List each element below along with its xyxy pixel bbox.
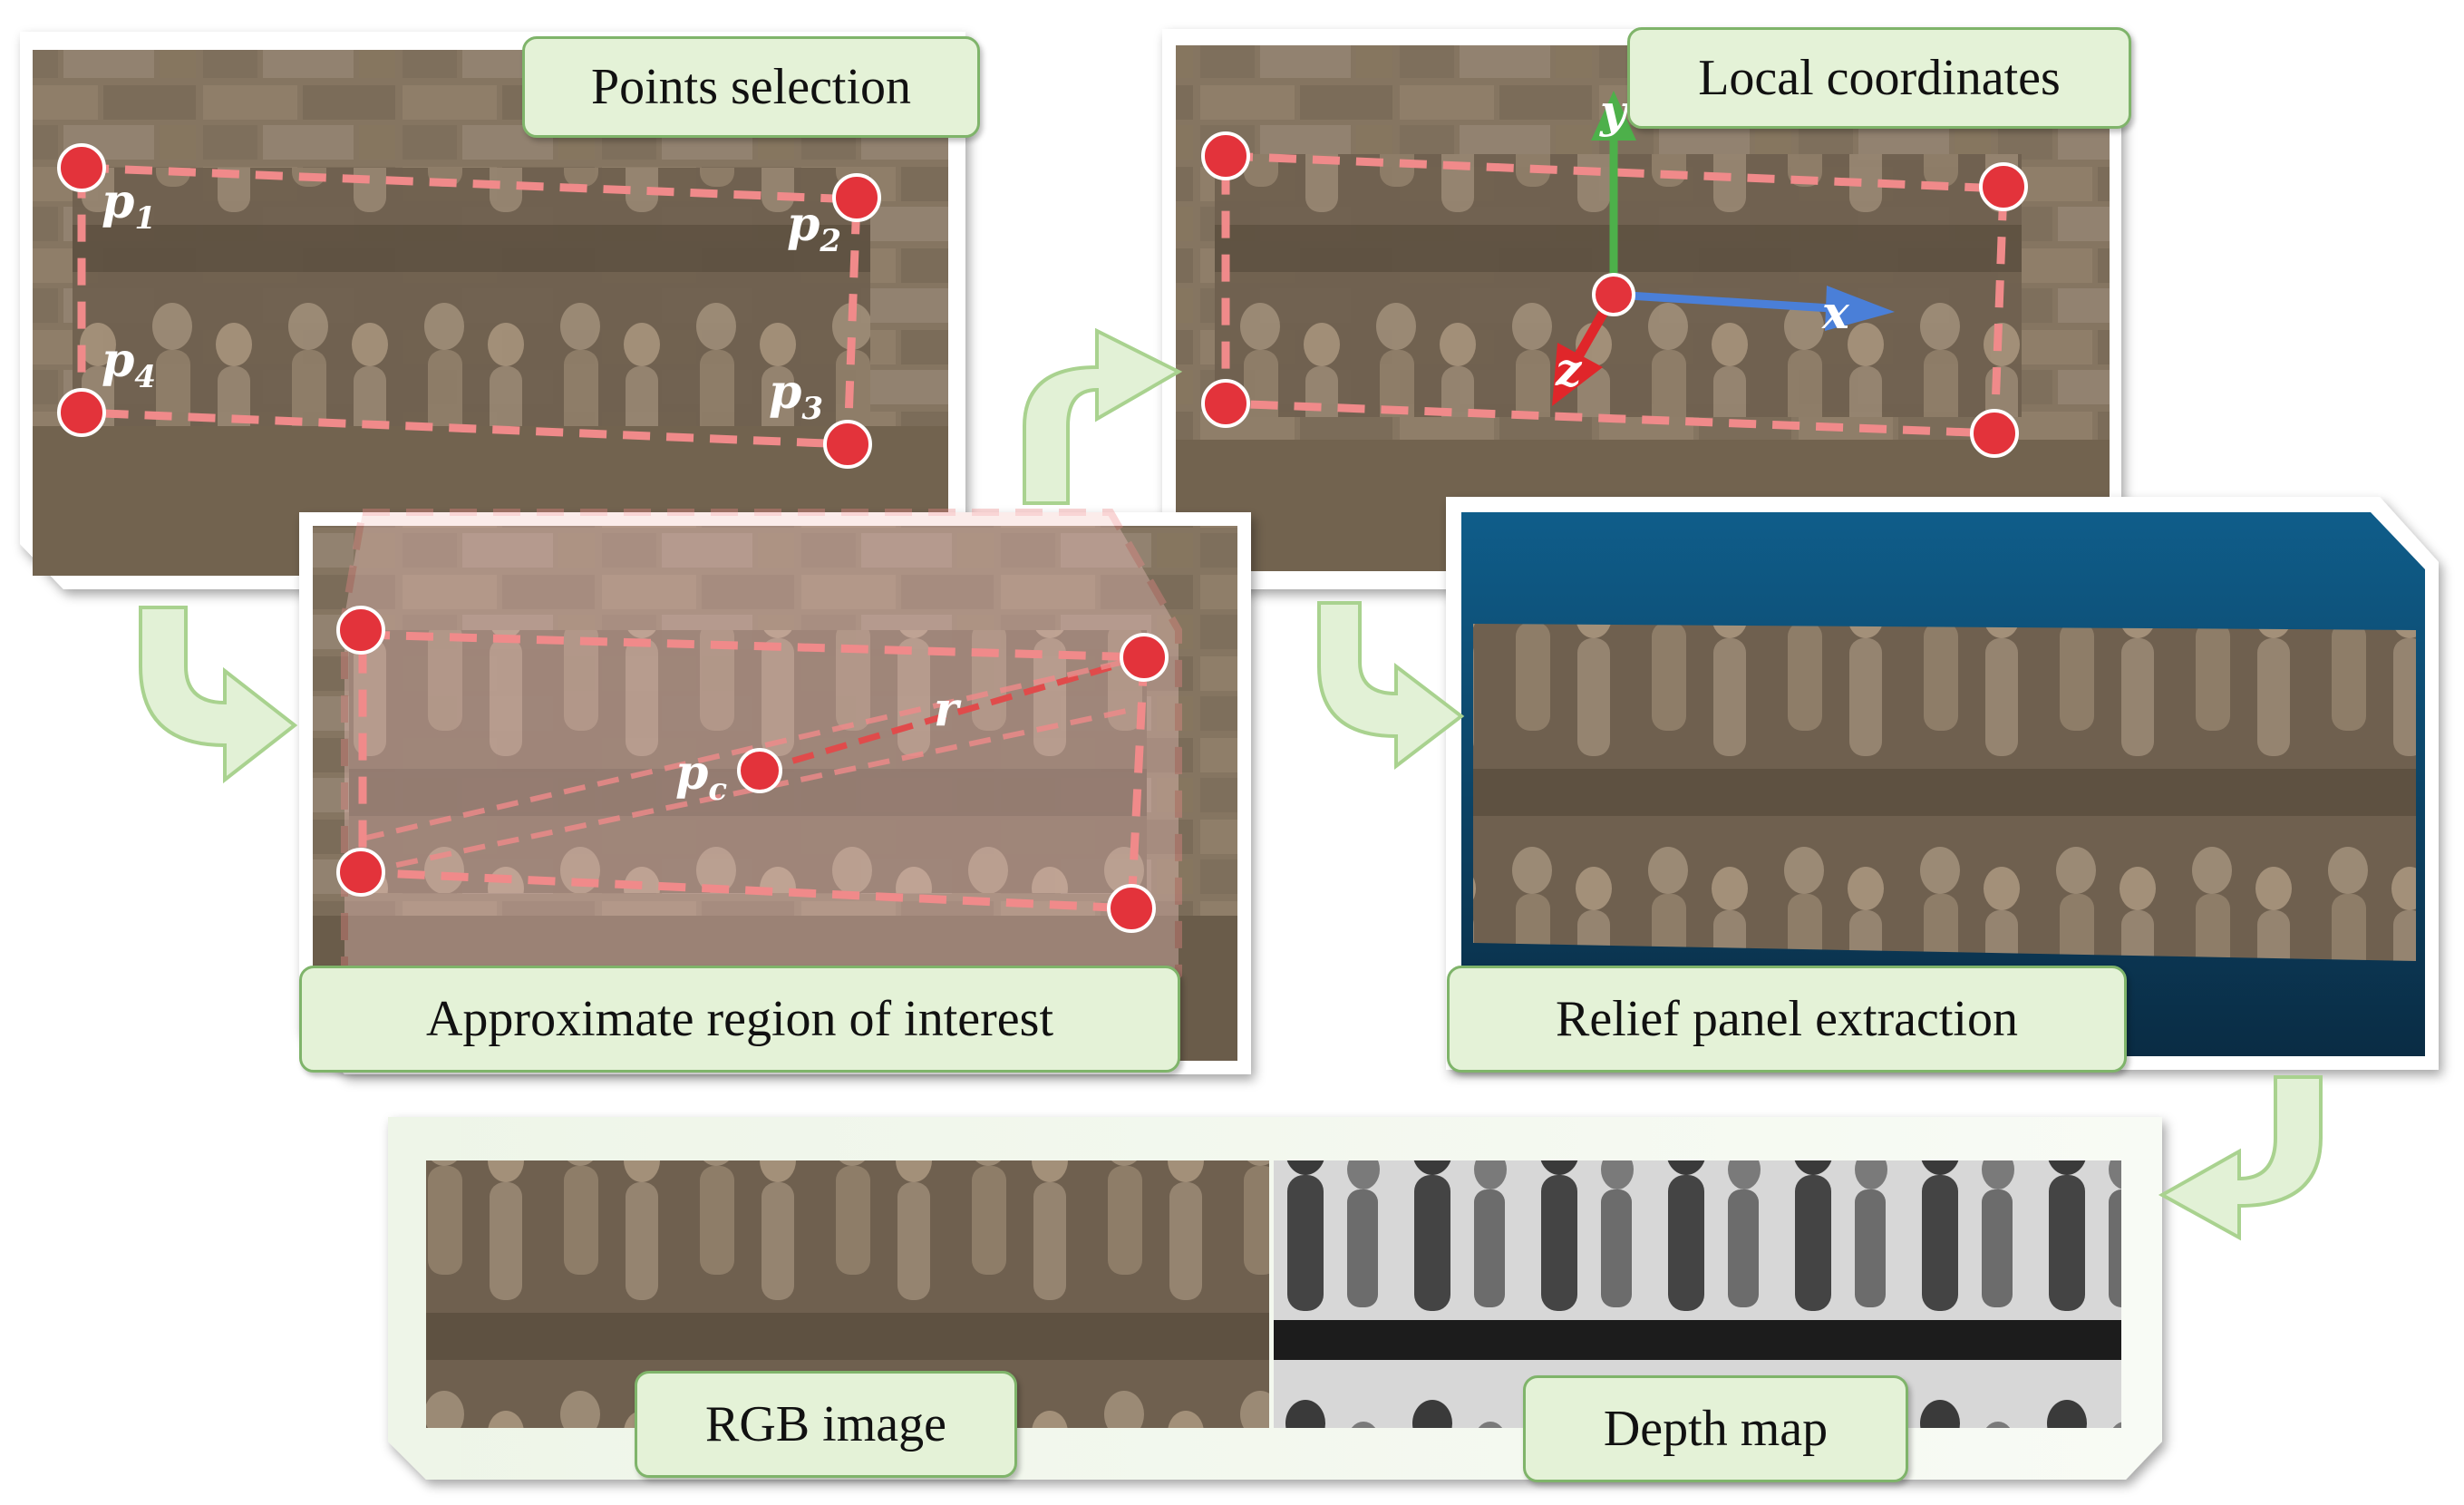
marker-corner-bl (1201, 379, 1250, 428)
arrow-extraction-to-outputs (2158, 1075, 2323, 1241)
axis-x-line (1613, 290, 1832, 313)
marker-corner-br (1970, 409, 2019, 458)
marker-p2 (832, 173, 881, 222)
marker-p3 (823, 420, 872, 469)
axis-x-arrowhead (1825, 286, 1895, 331)
panel-local-coordinates: y x z (1162, 29, 2121, 589)
arrow-coords-to-extraction (1317, 601, 1465, 771)
axis-x-label: x (1821, 286, 1850, 339)
axis-y-arrowhead (1591, 91, 1636, 141)
label-r: r (934, 682, 962, 737)
marker-corner-tl (1201, 131, 1250, 180)
extracted-relief (1473, 624, 2416, 961)
arrow-select-to-roi (139, 606, 298, 784)
label-points-selection: Points selection (522, 36, 980, 138)
axis-y-label: y (1599, 84, 1629, 138)
axis-z-arrowhead (1552, 343, 1603, 406)
label-p1: p1 (102, 174, 156, 237)
marker-p4 (57, 388, 106, 437)
axis-z-label: z (1555, 343, 1583, 396)
label-depth-map: Depth map (1523, 1375, 1908, 1482)
label-approximate-roi: Approximate region of interest (299, 966, 1180, 1073)
label-rgb-image: RGB image (635, 1371, 1017, 1478)
panel-relief-extraction (1446, 497, 2439, 1070)
panel-points-selection: p1 p2 p3 p4 (20, 32, 965, 589)
flow-arrows (139, 327, 2323, 1241)
label-p4: p4 (102, 333, 156, 395)
marker-p1 (57, 143, 106, 192)
marker-corner-tr (1979, 162, 2028, 211)
marker-pc (737, 748, 782, 793)
arrow-roi-to-coords (1023, 327, 1183, 505)
label-p2: p2 (787, 197, 841, 259)
label-pc: pc (675, 745, 727, 808)
origin-marker (1592, 273, 1635, 316)
label-local-coordinates: Local coordinates (1627, 27, 2131, 129)
label-p3: p3 (769, 364, 823, 427)
label-relief-extraction: Relief panel extraction (1447, 966, 2127, 1073)
